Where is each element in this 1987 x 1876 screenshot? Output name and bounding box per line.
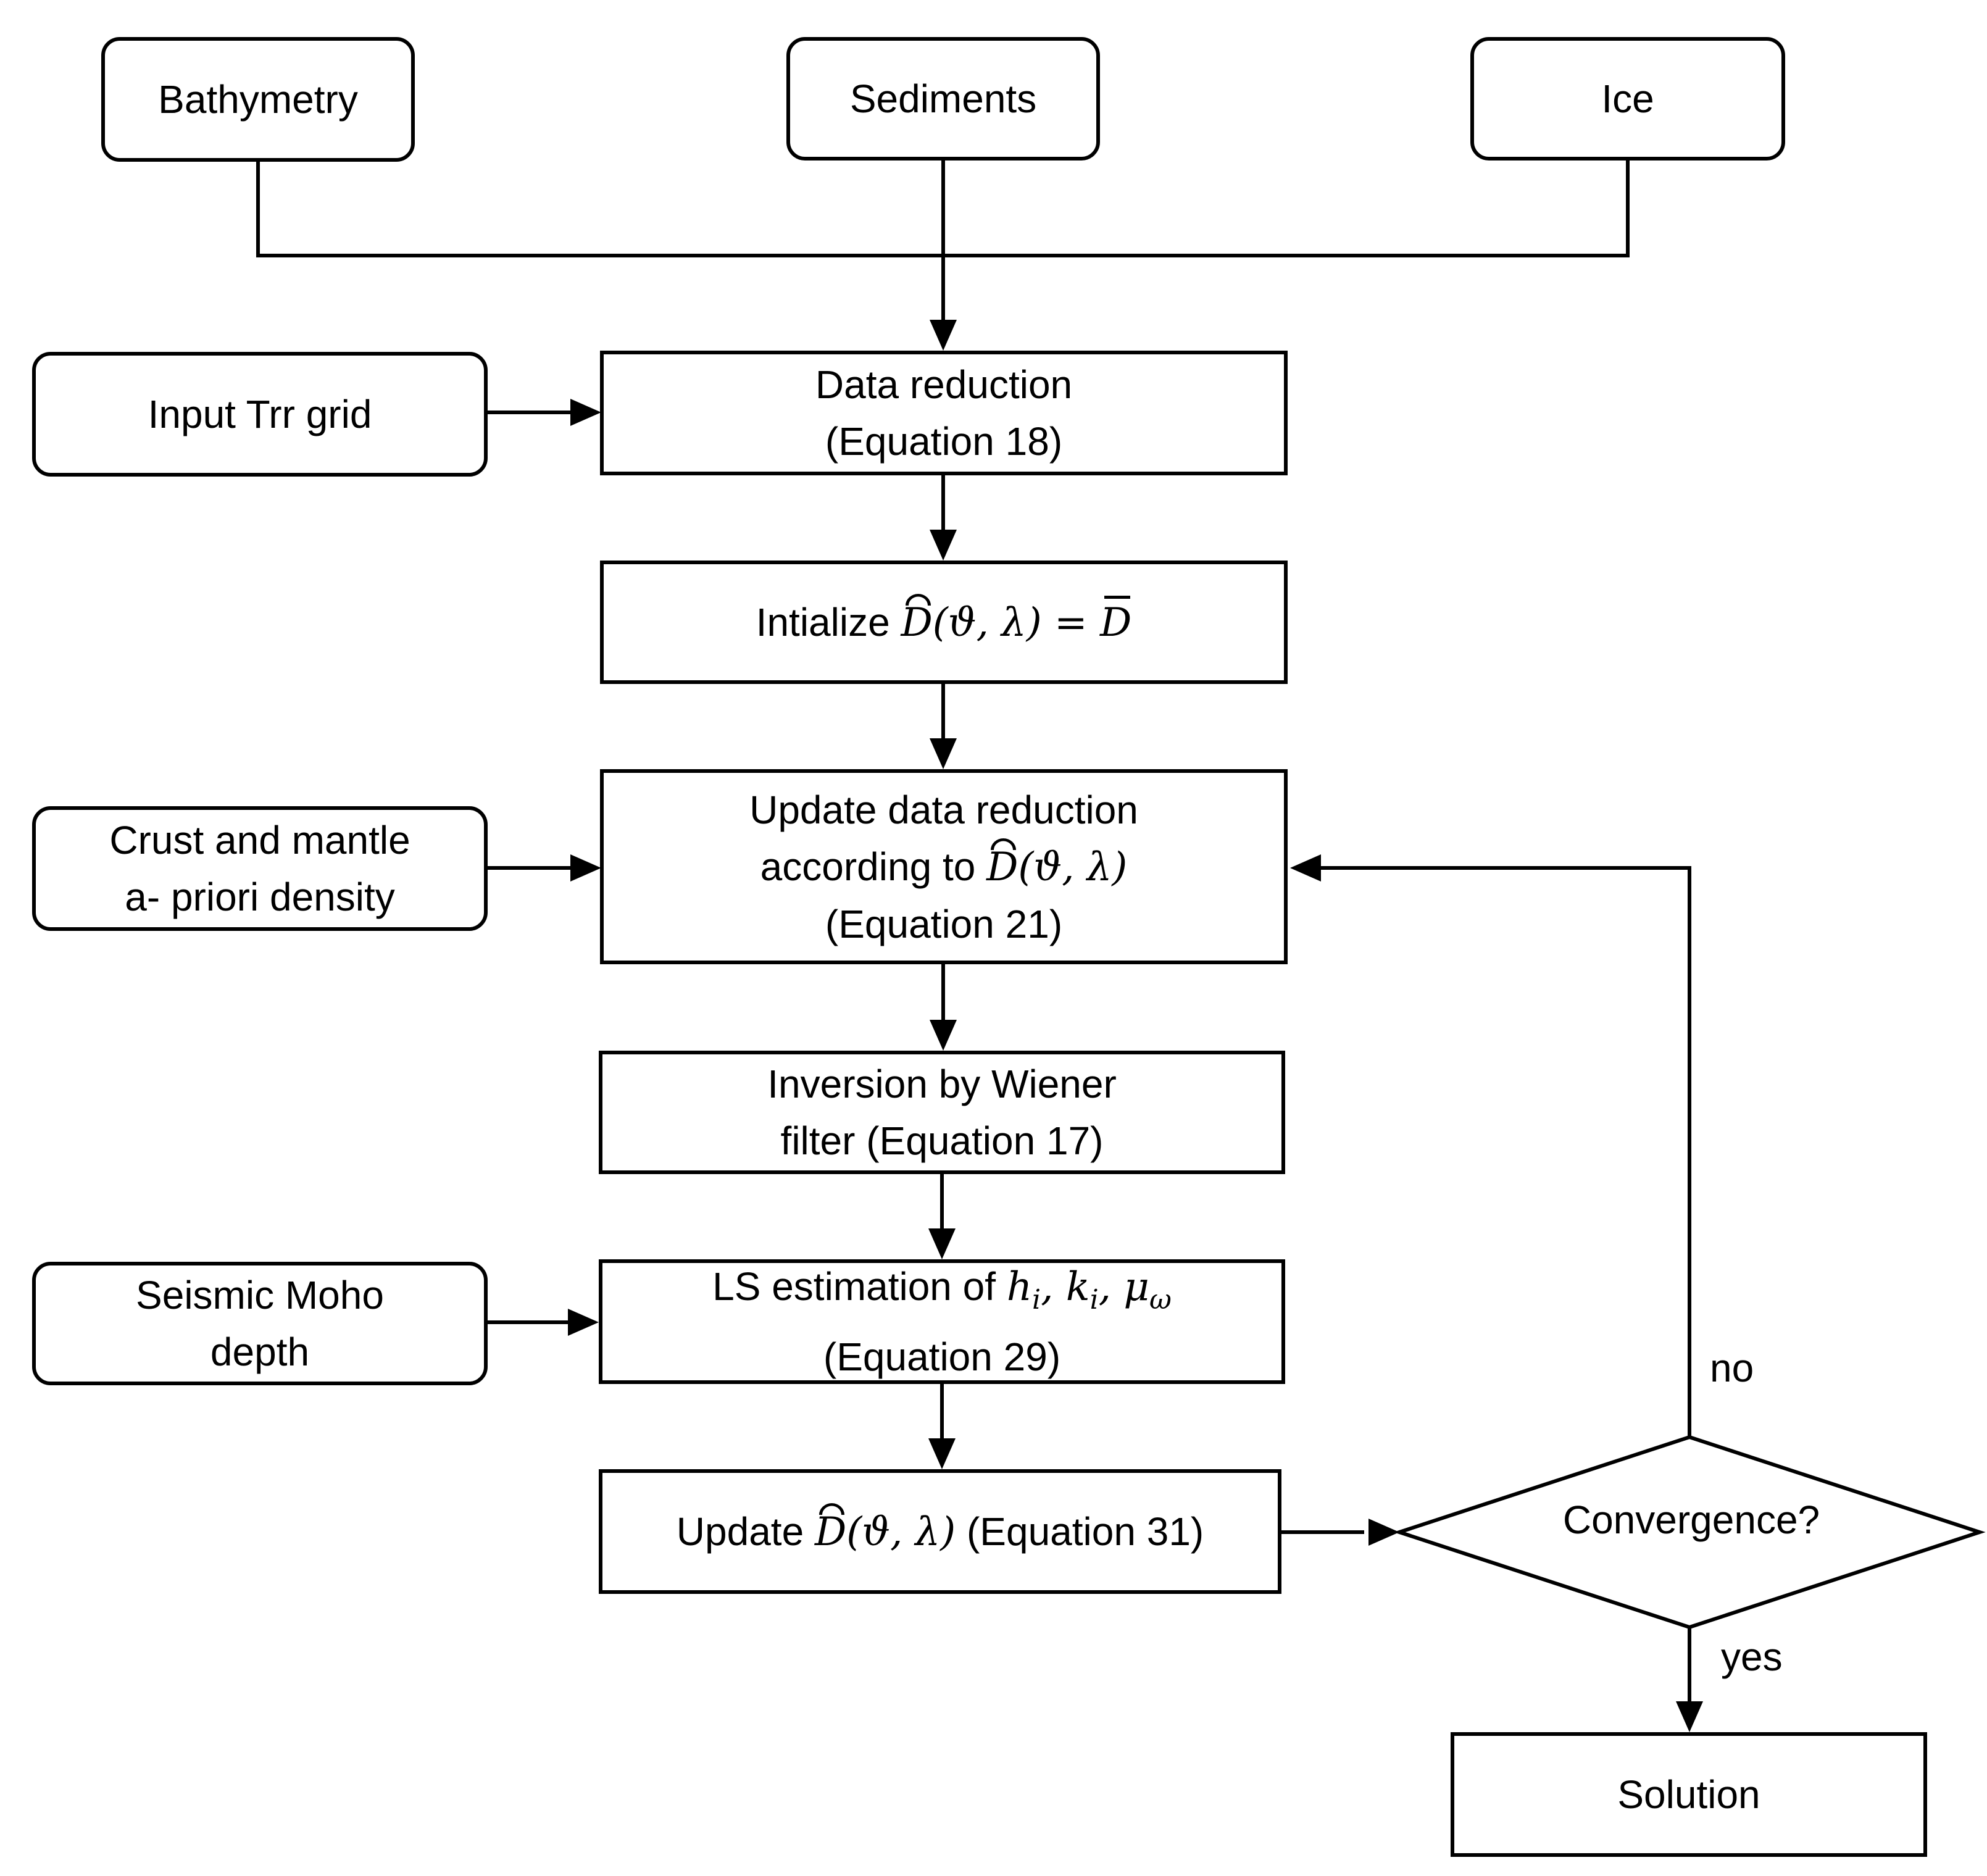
edge-no-loop: [1321, 866, 1691, 1437]
ls-estimation-line2: (Equation 29): [823, 1335, 1061, 1379]
update-d-node: Update D(ϑ, λ) (Equation 31): [599, 1469, 1281, 1594]
initialize-formula: Intialize D(ϑ, λ) = D: [756, 594, 1131, 651]
update-d-formula: Update D(ϑ, λ) (Equation 31): [677, 1503, 1204, 1561]
sediments-node: Sediments: [786, 37, 1100, 161]
arrowhead-crust: [570, 854, 601, 882]
convergence-label: Convergence?: [1562, 1498, 1820, 1542]
update-reduction-line2: according to D(ϑ, λ): [760, 838, 1128, 896]
initialize-equals: =: [1041, 599, 1101, 646]
seismic-moho-line2: depth: [210, 1330, 310, 1374]
h-subscript: i: [1032, 1284, 1041, 1315]
arrowhead-updated: [928, 1438, 956, 1469]
seismic-moho-line1: Seismic Moho: [136, 1273, 384, 1317]
initialize-text: Intialize: [756, 599, 901, 644]
input-trr-node: Input Trr grid: [32, 352, 488, 477]
ice-node: Ice: [1470, 37, 1785, 161]
bathymetry-label: Bathymetry: [158, 77, 358, 122]
data-reduction-line2: (Equation 18): [825, 419, 1063, 464]
crust-mantle-line1: Crust and mantle: [109, 818, 410, 862]
inversion-node: Inversion by Wiener filter (Equation 17): [599, 1051, 1285, 1174]
data-reduction-line1: Data reduction: [815, 362, 1073, 407]
crust-mantle-line2: a- priori density: [125, 875, 395, 919]
arrowhead-initialize: [930, 530, 957, 561]
arrowhead-convergence: [1368, 1519, 1399, 1546]
arrowhead-update: [930, 738, 957, 769]
ls-separator: ,: [1098, 1264, 1124, 1310]
seismic-moho-node: Seismic Moho depth: [32, 1262, 488, 1385]
initialize-args: (ϑ, λ): [932, 599, 1042, 646]
data-reduction-node: Data reduction (Equation 18): [600, 351, 1288, 475]
k-subscript: i: [1089, 1284, 1099, 1315]
update-d-prefix: Update: [676, 1509, 815, 1554]
sediments-label: Sediments: [849, 77, 1037, 121]
inversion-line1: Inversion by Wiener: [767, 1062, 1117, 1106]
arrowhead-trr: [570, 399, 601, 426]
update-reduction-line3: (Equation 21): [825, 901, 1063, 946]
initialize-node: Intialize D(ϑ, λ) = D: [600, 561, 1288, 684]
input-trr-label: Input Trr grid: [148, 392, 372, 436]
update-reduction-prefix: according to: [760, 844, 987, 889]
ls-estimation-line1: LS estimation of hi, ki, μω: [712, 1258, 1172, 1328]
arrowhead-reduction: [930, 320, 957, 351]
arrowhead-ls: [928, 1228, 956, 1259]
d-hat-symbol: D: [901, 594, 932, 651]
k-symbol: k: [1065, 1264, 1090, 1310]
arrowhead-loop: [1290, 854, 1321, 882]
update-reduction-line1: Update data reduction: [749, 787, 1138, 832]
no-label: no: [1710, 1346, 1754, 1390]
ice-label: Ice: [1601, 77, 1654, 121]
h-symbol: h: [1006, 1264, 1033, 1310]
update-d-suffix: (Equation 31): [956, 1509, 1204, 1554]
bathymetry-node: Bathymetry: [101, 37, 415, 162]
crust-mantle-node: Crust and mantle a- priori density: [32, 806, 488, 931]
convergence-diamond: [1393, 1435, 1986, 1630]
d-hat-symbol: D: [815, 1504, 846, 1561]
ls-prefix: LS estimation of: [712, 1264, 1007, 1309]
update-reduction-node: Update data reduction according to D(ϑ, …: [600, 769, 1288, 964]
update-reduction-args: (ϑ, λ): [1018, 844, 1128, 890]
update-d-args: (ϑ, λ): [846, 1509, 956, 1555]
arrowhead-seismic: [568, 1309, 599, 1336]
ls-estimation-node: LS estimation of hi, ki, μω (Equation 29…: [599, 1259, 1285, 1384]
mu-symbol: μ: [1123, 1264, 1149, 1310]
d-hat-symbol: D: [986, 839, 1018, 896]
yes-label: yes: [1721, 1635, 1783, 1679]
d-bar-symbol: D: [1100, 594, 1131, 651]
arrowhead-inversion: [930, 1020, 957, 1051]
solution-label: Solution: [1617, 1772, 1760, 1817]
arrowhead-solution: [1676, 1701, 1703, 1732]
solution-node: Solution: [1451, 1732, 1927, 1857]
inversion-line2: filter (Equation 17): [780, 1119, 1104, 1163]
omega-subscript: ω: [1149, 1284, 1172, 1315]
ls-separator: ,: [1041, 1264, 1066, 1310]
